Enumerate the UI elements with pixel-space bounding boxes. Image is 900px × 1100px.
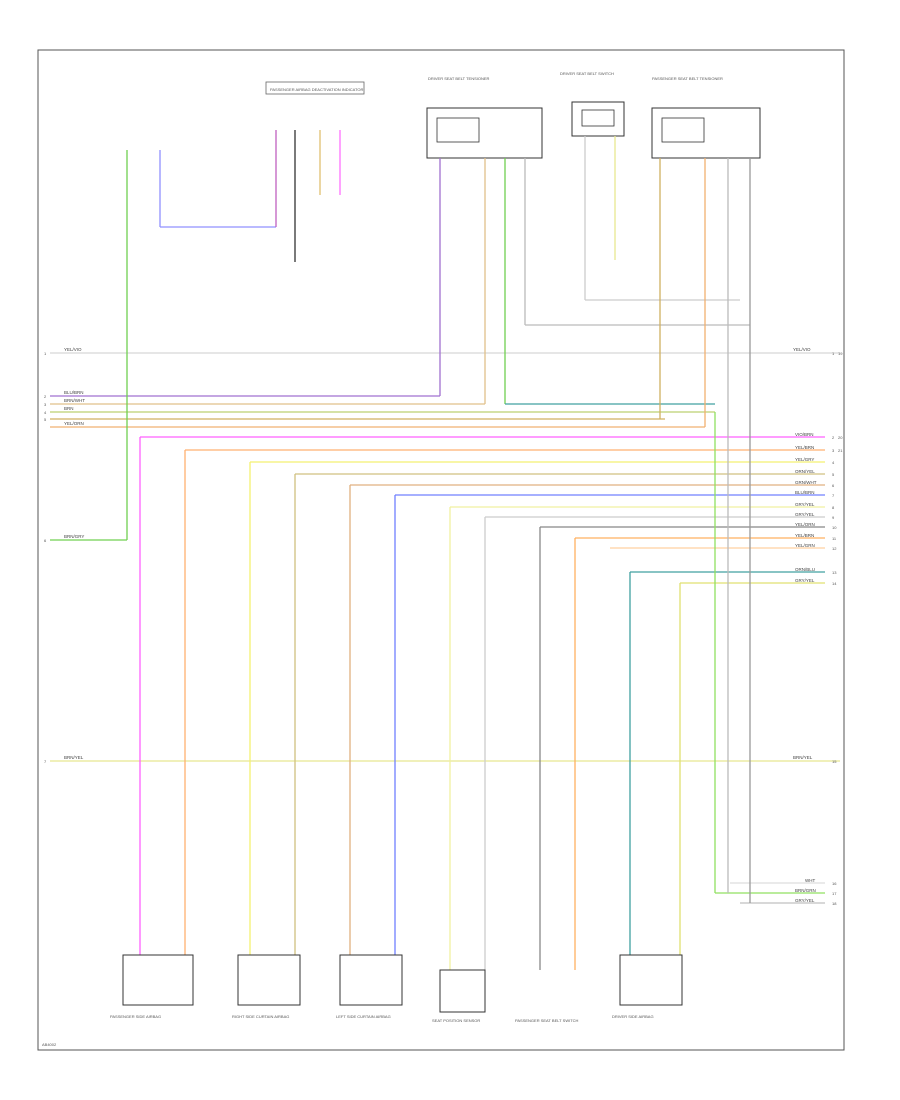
bottom-component-2: RIGHT SIDE CURTAIN AIRBAG — [232, 1014, 289, 1019]
left-number-2: 2 — [44, 394, 47, 399]
diagram-frame — [37, 49, 845, 1051]
right-number-12: 12 — [832, 546, 837, 551]
left-label-4: BRN — [64, 406, 74, 411]
right-labels: YEL/VIO VIO/BRN YEL/BRN YEL/GRY ORN/YEL … — [793, 347, 817, 903]
left-label-5: YEL/ORN — [64, 421, 84, 426]
right-label-9: GRY/YEL — [795, 512, 815, 517]
top-component-3: DRIVER SEAT BELT SWITCH — [560, 71, 614, 76]
right-number-9: 9 — [832, 515, 835, 520]
footer-code: AB4002 — [42, 1042, 57, 1047]
right-label-1: YEL/VIO — [793, 347, 811, 352]
right-number-19: 19 — [838, 351, 843, 356]
bottom-component-1: PASSENGER SIDE AIRBAG — [110, 1014, 161, 1019]
right-number-17: 17 — [832, 891, 837, 896]
left-label-6: BRN/GRY — [64, 534, 84, 539]
right-number-20: 20 — [838, 435, 843, 440]
right-label-6: GRN/WHT — [795, 480, 817, 485]
right-number-21: 21 — [838, 448, 843, 453]
left-label-1: YEL/VIO — [64, 347, 82, 352]
horizontal-buses — [50, 352, 840, 904]
right-number-15: 15 — [832, 759, 837, 764]
right-label-13: ORN/BLU — [795, 567, 815, 572]
top-seatbelt-components — [426, 101, 761, 903]
bottom-component-4: SEAT POSITION SENSOR — [432, 1018, 480, 1023]
right-label-12: YEL/ORN — [795, 522, 815, 527]
left-number-3: 3 — [44, 402, 47, 407]
top-component-4: PASSENGER SEAT BELT TENSIONER — [652, 76, 723, 81]
top-left-connector — [50, 81, 365, 541]
component-labels: PASSENGER AIRBAG DEACTIVATION INDICATOR … — [42, 71, 723, 1047]
right-number-5: 5 — [832, 472, 835, 477]
right-label-2: VIO/BRN — [795, 432, 814, 437]
right-label-10: YEL/BRN — [795, 533, 814, 538]
right-label-3: YEL/BRN — [795, 445, 814, 450]
right-number-11: 11 — [832, 536, 837, 541]
right-number-3: 3 — [832, 448, 835, 453]
right-label-17: BRN/GRN — [795, 888, 816, 893]
left-number-7: 7 — [44, 759, 47, 764]
right-number-4: 4 — [832, 460, 835, 465]
right-label-16: WHT — [805, 878, 815, 883]
bottom-component-5: PASSENGER SEAT BELT SWITCH — [515, 1018, 579, 1023]
left-label-7: BRN/YEL — [64, 755, 84, 760]
right-label-8: GRY/YEL — [795, 502, 815, 507]
left-labels: 1 2 3 4 5 6 7 YEL/VIO BLU/BRN BRN/WHT BR… — [44, 347, 85, 764]
bottom-component-3: LEFT SIDE CURTAIN AIRBAG — [336, 1014, 391, 1019]
left-number-6: 6 — [44, 538, 47, 543]
bottom-components — [122, 954, 683, 1013]
right-number-13: 13 — [832, 570, 837, 575]
right-number-1: 1 — [832, 351, 835, 356]
right-number-10: 10 — [832, 525, 837, 530]
right-number-16: 16 — [832, 881, 837, 886]
right-label-4: YEL/GRY — [795, 457, 814, 462]
left-number-5: 5 — [44, 417, 47, 422]
right-label-11: YEL/GRN — [795, 543, 815, 548]
right-label-7: BLU/BRN — [795, 490, 815, 495]
right-number-6: 6 — [832, 483, 835, 488]
right-number-14: 14 — [832, 581, 837, 586]
right-numbers: 1 2 3 4 5 6 7 8 9 10 11 12 13 14 15 16 1… — [832, 351, 843, 906]
left-number-4: 4 — [44, 410, 47, 415]
right-label-5: ORN/YEL — [795, 469, 815, 474]
vertical-drops — [139, 437, 681, 970]
right-label-18: GRY/YEL — [795, 898, 815, 903]
left-label-3: BRN/WHT — [64, 398, 85, 403]
top-component-1: PASSENGER AIRBAG DEACTIVATION INDICATOR — [270, 87, 364, 92]
bottom-component-6: DRIVER SIDE AIRBAG — [612, 1014, 654, 1019]
right-number-18: 18 — [832, 901, 837, 906]
left-number-1: 1 — [44, 351, 47, 356]
left-label-2: BLU/BRN — [64, 390, 84, 395]
top-component-2: DRIVER SEAT BELT TENSIONER — [428, 76, 490, 81]
right-label-14: GRY/YEL — [795, 578, 815, 583]
right-number-2: 2 — [832, 435, 835, 440]
right-number-8: 8 — [832, 505, 835, 510]
right-label-15: BRN/YEL — [793, 755, 813, 760]
right-number-7: 7 — [832, 493, 835, 498]
